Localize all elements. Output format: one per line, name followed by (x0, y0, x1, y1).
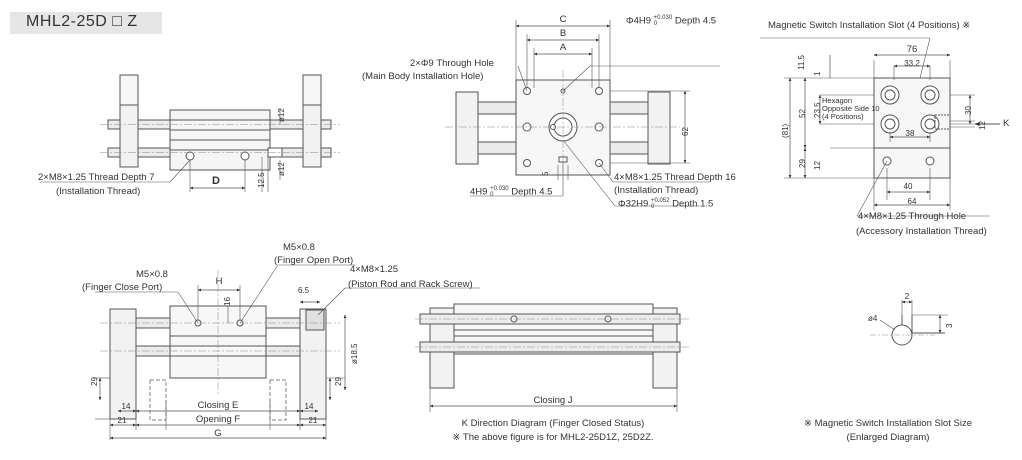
top-hole-note: 2×Φ9 Through Hole (410, 58, 494, 69)
slot-dim-2: 2 (904, 292, 910, 301)
slot-caption-1: ※ Magnetic Switch Installation Slot Size (804, 418, 972, 429)
top-hole-sub: (Main Body Installation Hole) (362, 71, 484, 82)
top-dim-5: 5 (541, 171, 550, 176)
bottom-dim-29-right: 29 (334, 377, 343, 386)
top-thread16-note: 4×M8×1.25 Thread Depth 16 (614, 172, 736, 183)
side-dim-76: 76 (906, 44, 918, 55)
side-dim-12b: 12 (978, 121, 987, 130)
side-slot-note: Magnetic Switch Installation Slot (4 Pos… (768, 20, 971, 31)
side-dim-30: 30 (964, 106, 973, 115)
front-dim-D: D (212, 175, 220, 187)
bottom-dim-14-right: 14 (304, 402, 314, 411)
side-dim-1: 1 (813, 71, 822, 76)
bottom-closing-E: Closing E (197, 400, 239, 411)
side-hex-note: Hexagon Opposite Side 10 (4 Positions) (822, 96, 880, 121)
front-dim-phi12-bot: ø12 (277, 162, 286, 176)
side-dim-11-5: 11.5 (797, 55, 806, 70)
bottom-open-port: (Finger Open Port) (274, 255, 354, 266)
k-note: ※ The above figure is for MHL2-25D1Z, 25… (452, 432, 654, 443)
side-dim-81: (81) (781, 123, 790, 138)
bottom-dim-6-5: 6.5 (298, 286, 310, 295)
side-dim-38: 38 (905, 129, 915, 138)
bottom-dim-G: G (214, 428, 222, 439)
bottom-piston-sub: (Piston Rod and Rack Screw) (348, 279, 473, 290)
side-dim-33-2: 33.2 (904, 59, 920, 68)
front-thread-note: 2×M8×1.25 Thread Depth 7 (38, 172, 155, 183)
top-key-note: 4H9 +0.030 0 Depth 4.5 (470, 186, 553, 198)
front-right-finger-tip (302, 74, 322, 106)
bottom-dim-phi18-5: ø18.5 (350, 343, 359, 364)
front-dim-12-5: 12.5 (257, 172, 266, 188)
k-closing-J: Closing J (533, 395, 573, 406)
side-dim-64: 64 (907, 197, 917, 206)
top-view (445, 20, 720, 207)
bottom-dim-14-left: 14 (121, 402, 131, 411)
front-view (40, 74, 340, 192)
bottom-dim-16: 16 (223, 297, 232, 306)
bottom-opening-F: Opening F (195, 414, 241, 425)
side-dim-29: 29 (798, 159, 807, 168)
side-dim-40: 40 (903, 182, 913, 191)
k-direction-view (415, 303, 690, 412)
bottom-dim-21-right: 21 (308, 416, 318, 425)
top-dim-62: 62 (681, 127, 690, 136)
bottom-m5-close: M5×0.8 (136, 269, 168, 280)
side-dim-52: 52 (798, 109, 807, 118)
bottom-dim-29-left: 29 (90, 377, 99, 386)
bottom-dim-H: H (215, 276, 223, 287)
slot-caption-2: (Enlarged Diagram) (846, 432, 930, 443)
title-box (10, 12, 162, 34)
bottom-piston-note: 4×M8×1.25 (350, 264, 399, 275)
top-pin-note: Φ4H9 +0.030 0 Depth 4.5 (626, 15, 717, 27)
slot-detail-view (870, 300, 948, 346)
bottom-dim-21-left: 21 (117, 416, 127, 425)
side-through-note: 4×M8×1.25 Through Hole (858, 211, 967, 222)
page-title: MHL2-25D □ Z (26, 13, 138, 30)
front-hole-right (240, 151, 250, 161)
side-dim-12a: 12 (813, 161, 822, 170)
k-caption: K Direction Diagram (Finger Closed Statu… (461, 418, 645, 429)
side-view (760, 37, 1000, 217)
top-left-finger (455, 91, 479, 165)
top-dim-A: A (559, 42, 567, 53)
top-dim-C: C (559, 14, 567, 25)
top-thread16-sub: (Installation Thread) (614, 185, 699, 196)
front-dim-phi12-top: ø12 (277, 108, 286, 122)
side-through-sub: (Accessory Installation Thread) (856, 226, 987, 237)
bottom-view (95, 264, 480, 440)
top-bore-note: Φ32H9 +0.052 0 Depth 1.5 (618, 198, 714, 210)
bottom-m5-open: M5×0.8 (283, 242, 315, 253)
front-thread-sub: (Installation Thread) (56, 186, 141, 197)
front-hole-left (185, 151, 195, 161)
front-left-finger-tip (119, 74, 139, 106)
top-dim-B: B (559, 28, 567, 39)
slot-dim-phi4: ø4 (868, 314, 878, 323)
slot-dim-3: 3 (945, 323, 954, 328)
side-k-label: K (1003, 118, 1010, 129)
bottom-close-port: (Finger Close Port) (82, 282, 163, 293)
bottom-left-finger (109, 308, 137, 420)
top-right-finger (647, 91, 671, 165)
